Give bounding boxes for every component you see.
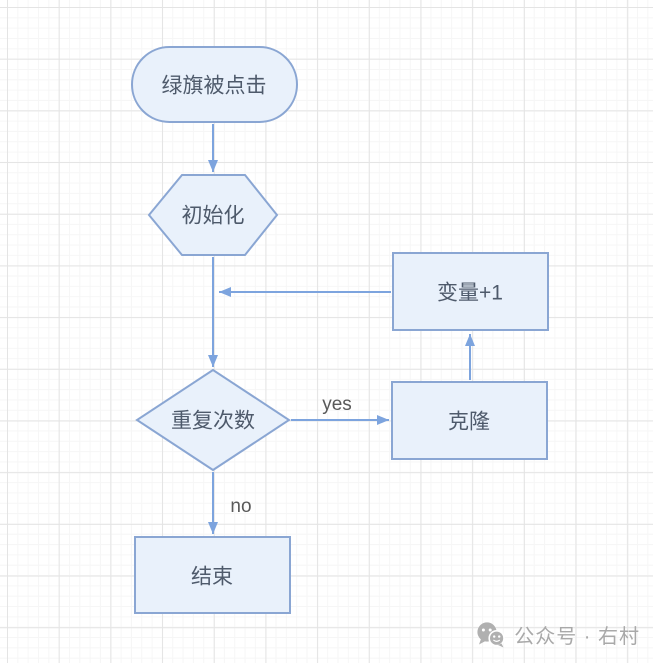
- nodes: 绿旗被点击 初始化 变量+1 重复次数 克隆 结束: [131, 46, 549, 614]
- rectangle-shape: [391, 381, 548, 460]
- node-clone-label: 克隆: [448, 411, 490, 434]
- hexagon-shape: [147, 174, 279, 256]
- terminator-shape: [131, 46, 298, 123]
- edge-label-yes: yes: [322, 394, 352, 415]
- node-decision-label: 重复次数: [171, 410, 255, 433]
- node-start: 绿旗被点击: [131, 46, 298, 123]
- node-increment: 变量+1: [392, 252, 549, 331]
- node-end: 结束: [134, 536, 291, 614]
- node-end-label: 结束: [191, 566, 233, 589]
- node-increment-label: 变量+1: [437, 282, 503, 305]
- node-decision: 重复次数: [135, 368, 291, 472]
- rectangle-shape: [134, 536, 291, 614]
- node-init: 初始化: [147, 174, 279, 256]
- watermark: 公众号 · 右村: [476, 620, 640, 649]
- edge-label-no: no: [230, 496, 251, 517]
- wechat-icon: [476, 621, 506, 648]
- diamond-shape: [135, 368, 291, 472]
- edges: yes no: [208, 124, 475, 534]
- node-start-label: 绿旗被点击: [162, 75, 267, 98]
- watermark-text: 公众号 · 右村: [514, 626, 640, 648]
- rectangle-shape: [392, 252, 549, 331]
- node-clone: 克隆: [391, 381, 548, 460]
- node-init-label: 初始化: [182, 205, 245, 228]
